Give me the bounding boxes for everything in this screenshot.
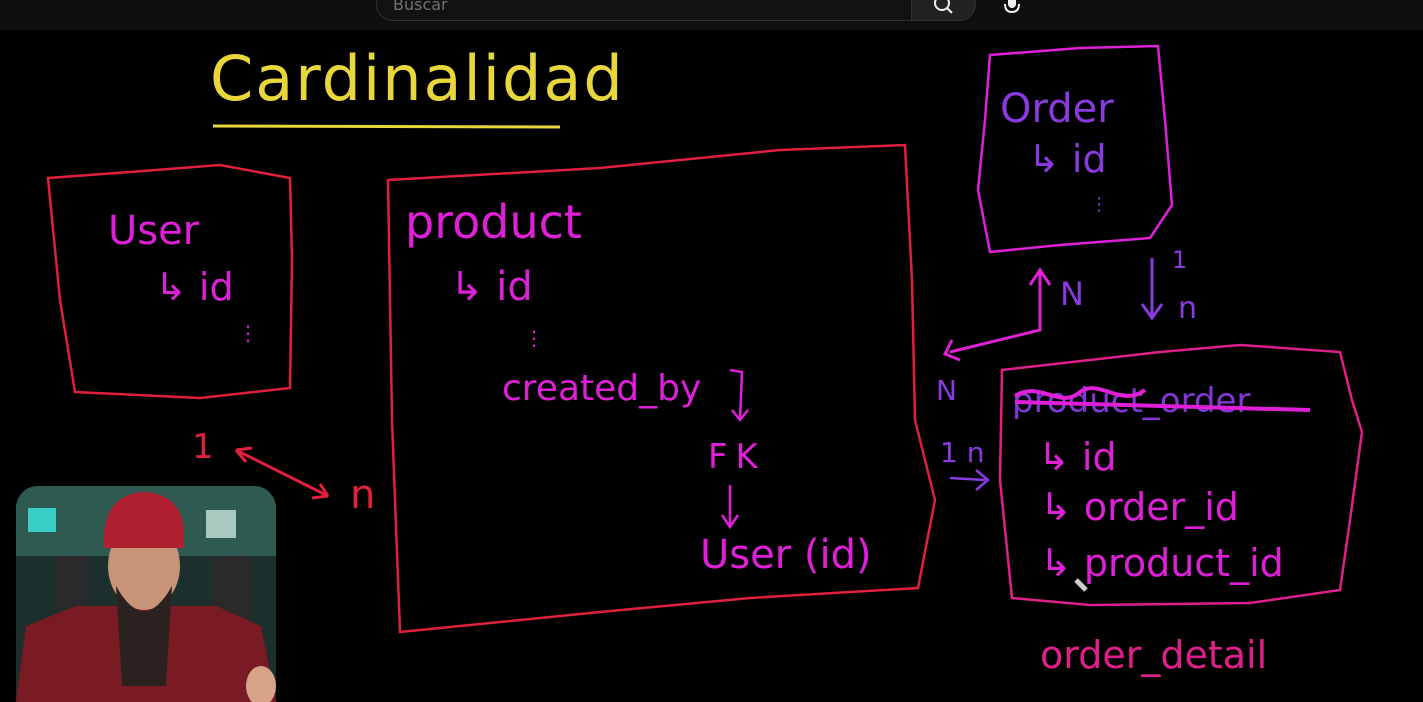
relation-user-one: 1: [192, 427, 214, 467]
order-product-arrow: [942, 267, 1052, 362]
search-input[interactable]: Buscar: [376, 0, 912, 21]
search-icon: [934, 0, 953, 14]
user-entity-box: [46, 163, 294, 400]
relation-user-product-arrow: [234, 446, 330, 500]
order-detail-label: order_detail: [1040, 633, 1267, 677]
relation-product-many: n: [350, 472, 375, 518]
product-fk-reference: User (id): [700, 532, 872, 578]
crossed-out-scribble: [1013, 386, 1311, 412]
created-by-arrow: [729, 368, 749, 423]
relation-order-many-left: N: [936, 374, 957, 407]
product-id-field: ↳ id: [450, 264, 533, 310]
order-detail-field-product-id: ↳ product_id: [1040, 541, 1284, 585]
whiteboard-canvas: Cardinalidad User ↳ id ⋮ product ↳ id ⋮ …: [46, 42, 1364, 677]
product-entity-name: product: [405, 195, 582, 249]
order-ellipsis: ⋮: [1090, 194, 1108, 215]
pencil-cursor-icon: [1074, 578, 1088, 592]
relation-order-detail-many: n: [1178, 291, 1197, 326]
presenter-video: [16, 486, 276, 702]
user-ellipsis: ⋮: [238, 321, 258, 345]
mic-icon: [1004, 0, 1020, 14]
search-button[interactable]: [912, 0, 976, 21]
user-id-field: ↳ id: [155, 265, 234, 309]
order-detail-arrow: [1140, 258, 1164, 321]
order-entity-name: Order: [1000, 86, 1114, 132]
user-entity-name: User: [108, 208, 200, 254]
product-ellipsis: ⋮: [524, 326, 544, 350]
order-entity-box: [976, 44, 1174, 254]
product-created-by-field: created_by: [502, 368, 701, 409]
product-detail-arrow: [949, 469, 990, 491]
relation-order-many-up: N: [1060, 275, 1084, 313]
whiteboard-title: Cardinalidad: [210, 42, 625, 115]
search-placeholder: Buscar: [393, 0, 448, 14]
webcam-overlay: [16, 486, 276, 702]
relation-order-one: 1: [1172, 246, 1187, 274]
title-underline: [212, 124, 561, 129]
order-id-field: ↳ id: [1028, 137, 1107, 181]
order-detail-field-id: ↳ id: [1038, 435, 1117, 479]
product-fk-label: FK: [708, 437, 766, 477]
fk-arrow: [720, 485, 740, 530]
product-entity-box: [386, 143, 937, 634]
relation-product-detail-label: 1 n: [940, 436, 984, 469]
top-bar: Buscar: [0, 0, 1423, 30]
order-detail-entity-box: [998, 343, 1364, 607]
order-detail-field-order-id: ↳ order_id: [1040, 485, 1239, 529]
voice-search-button[interactable]: [996, 0, 1028, 16]
